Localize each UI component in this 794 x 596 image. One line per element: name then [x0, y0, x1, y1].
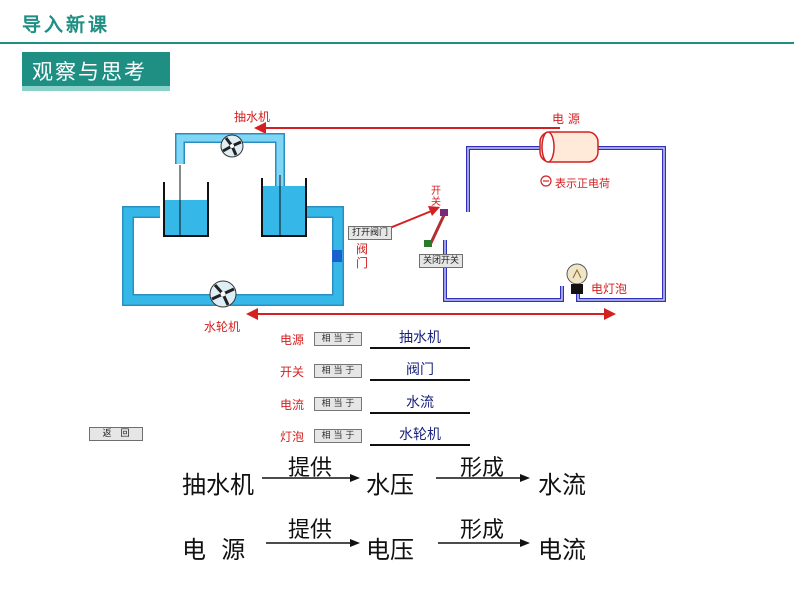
circuit-wires [443, 146, 666, 302]
equation-verb: 提供 [287, 518, 332, 543]
mapping-term: 灯泡 [280, 430, 305, 444]
equation-arrow [438, 539, 530, 547]
equation-verb: 提供 [287, 456, 332, 481]
mapping-answer: 水流 [406, 395, 434, 411]
answer-underline [370, 412, 470, 414]
equation-arrow [266, 539, 360, 547]
turbine-label: 水轮机 [204, 320, 241, 334]
power-source-label: 电 源 [552, 112, 580, 126]
equals-button[interactable]: 相 当 于 [314, 332, 362, 346]
close-switch-button[interactable]: 关闭开关 [419, 254, 464, 268]
bottom-red-arrow [246, 308, 616, 320]
section-label: 观察与思考 [32, 60, 147, 84]
back-button[interactable]: 返 回 [89, 427, 143, 441]
charge-legend-label: 表示正电荷 [555, 177, 610, 190]
equation-middle: 电压 [366, 536, 414, 564]
bulb-label: 电灯泡 [591, 282, 628, 296]
equation-arrow [262, 474, 360, 482]
mapping-row: 灯泡 相 当 于 水轮机 [280, 426, 480, 448]
equation-middle: 水压 [366, 471, 414, 499]
section-banner [22, 52, 170, 88]
mapping-answer: 抽水机 [399, 330, 441, 346]
equation-arrows [262, 474, 530, 547]
answer-underline [370, 444, 470, 446]
equals-button[interactable]: 相 当 于 [314, 364, 362, 378]
switch-icon [424, 209, 448, 247]
mapping-row: 电源 相 当 于 抽水机 [280, 329, 480, 351]
battery-icon [539, 131, 599, 163]
valve-icon [332, 250, 342, 262]
mapping-row: 开关 相 当 于 阀门 [280, 361, 480, 383]
bulb-icon [566, 263, 588, 294]
mapping-row: 电流 相 当 于 水流 [280, 394, 480, 416]
mapping-term: 开关 [280, 365, 305, 379]
equation-result: 电流 [538, 536, 586, 564]
equation-subject: 抽水机 [182, 471, 254, 499]
equals-button[interactable]: 相 当 于 [314, 429, 362, 443]
top-divider [0, 42, 794, 44]
positive-charge-icon [540, 175, 552, 187]
equation-subject: 电 源 [182, 536, 246, 564]
lesson-title: 导入新课 [22, 14, 111, 36]
equation-result: 水流 [538, 471, 586, 499]
analogy-diagram [122, 122, 666, 320]
equation-verb: 形成 [459, 518, 504, 543]
valve-label: 阀门 [356, 242, 369, 270]
right-tank [261, 175, 307, 237]
switch-label: 开关 [431, 186, 441, 208]
pump-label: 抽水机 [234, 110, 271, 124]
pump-icon [220, 134, 244, 158]
equals-button[interactable]: 相 当 于 [314, 397, 362, 411]
answer-underline [370, 379, 470, 381]
left-tank [163, 165, 209, 237]
mapping-term: 电源 [280, 333, 305, 347]
mapping-answer: 阀门 [406, 362, 434, 378]
section-banner-strip [22, 86, 170, 91]
open-valve-button[interactable]: 打开阀门 [348, 226, 393, 240]
answer-underline [370, 347, 470, 349]
equation-arrow [436, 474, 530, 482]
mapping-term: 电流 [280, 398, 305, 412]
top-red-arrow [254, 122, 560, 134]
equation-verb: 形成 [459, 456, 504, 481]
mapping-answer: 水轮机 [399, 427, 441, 443]
turbine-icon [209, 280, 237, 308]
